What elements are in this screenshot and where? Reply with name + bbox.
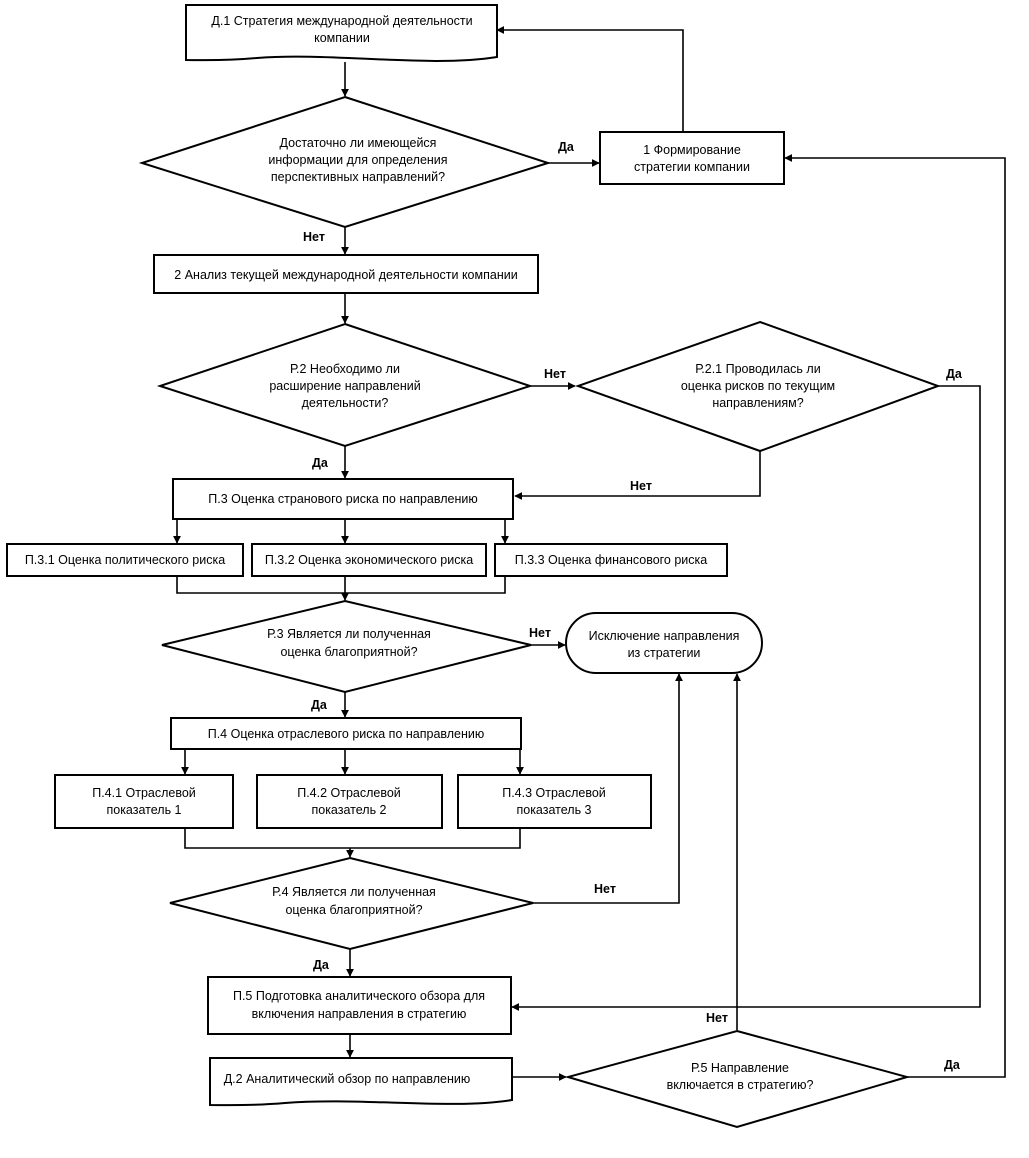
edge-n1-to-d1	[496, 26, 684, 131]
node-d1-line2: компании	[314, 31, 370, 45]
node-p41-line1: П.4.1 Отраслевой	[92, 786, 196, 800]
node-r4-line2: оценка благоприятной?	[285, 903, 422, 917]
node-p43-line1: П.4.3 Отраслевой	[502, 786, 606, 800]
node-excl-line1: Исключение направления	[589, 629, 740, 643]
label-r4-no: Нет	[594, 882, 616, 896]
edge-r21-no-to-p3	[514, 451, 761, 500]
node-p42-line2: показатель 2	[311, 803, 386, 817]
node-p41-industry-indicator-1: П.4.1 Отраслевой показатель 1	[54, 774, 234, 829]
node-r4-line1: Р.4 Является ли полученная	[272, 885, 436, 899]
process-box	[457, 774, 652, 829]
label-r21-no: Нет	[630, 479, 652, 493]
process-box	[170, 717, 522, 750]
process-box	[172, 478, 514, 520]
node-n1-strategy-formation: 1 Формирование стратегии компании	[599, 131, 785, 185]
node-q1-info-sufficient-decision: Достаточно ли имеющейся информации для о…	[138, 95, 552, 229]
node-q1-line3: перспективных направлений?	[271, 170, 445, 184]
node-p5-line2: включения направления в стратегию	[252, 1007, 467, 1021]
node-d1-line1: Д.1 Стратегия международной деятельности	[211, 14, 472, 28]
node-p32-line1: П.3.2 Оценка экономического риска	[265, 553, 473, 567]
node-p31-political-risk: П.3.1 Оценка политического риска	[6, 543, 244, 577]
node-p4-line1: П.4 Оценка отраслевого риска по направле…	[208, 727, 485, 741]
edge-p4x-merge	[184, 828, 521, 857]
node-d2-analytical-review-document: Д.2 Аналитический обзор по направлению	[209, 1057, 513, 1107]
edge-p3x-merge	[176, 576, 506, 600]
node-excl-line2: из стратегии	[628, 646, 701, 660]
node-r2-expansion-decision: Р.2 Необходимо ли расширение направлений…	[156, 322, 534, 448]
node-r21-line3: направлениям?	[712, 396, 803, 410]
node-p3-line1: П.3 Оценка странового риска по направлен…	[208, 492, 477, 506]
process-box	[6, 543, 244, 577]
decision-diamond	[138, 95, 552, 229]
node-d1-strategy-document: Д.1 Стратегия международной деятельности…	[185, 4, 498, 62]
node-p4-industry-risk: П.4 Оценка отраслевого риска по направле…	[170, 717, 522, 750]
node-r4-favorable-decision: Р.4 Является ли полученная оценка благоп…	[169, 856, 534, 951]
process-box	[54, 774, 234, 829]
node-n1-line2: стратегии компании	[634, 160, 750, 174]
node-n2-current-activity-analysis: 2 Анализ текущей международной деятельно…	[153, 254, 539, 294]
node-p3-country-risk: П.3 Оценка странового риска по направлен…	[172, 478, 514, 520]
node-p33-line1: П.3.3 Оценка финансового риска	[515, 553, 708, 567]
process-box	[207, 976, 512, 1035]
decision-diamond	[161, 599, 532, 694]
label-r2-no: Нет	[544, 367, 566, 381]
node-q1-line1: Достаточно ли имеющейся	[280, 136, 437, 150]
node-q1-line2: информации для определения	[268, 153, 447, 167]
decision-diamond	[564, 1029, 911, 1129]
label-r5-yes: Да	[944, 1058, 961, 1072]
node-p42-line1: П.4.2 Отраслевой	[297, 786, 401, 800]
node-exclusion-terminator: Исключение направления из стратегии	[565, 612, 763, 674]
label-r2-yes: Да	[312, 456, 329, 470]
node-p33-financial-risk: П.3.3 Оценка финансового риска	[494, 543, 728, 577]
node-r21-line1: Р.2.1 Проводилась ли	[695, 362, 820, 376]
label-q1-no: Нет	[303, 230, 325, 244]
node-r5-line1: Р.5 Направление	[691, 1061, 789, 1075]
label-r21-yes: Да	[946, 367, 963, 381]
node-r2-line3: деятельности?	[302, 396, 389, 410]
node-r3-favorable-decision: Р.3 Является ли полученная оценка благоп…	[161, 599, 532, 694]
label-q1-yes: Да	[558, 140, 575, 154]
process-box	[599, 131, 785, 185]
node-r3-line1: Р.3 Является ли полученная	[267, 627, 431, 641]
process-box	[153, 254, 539, 294]
decision-diamond	[156, 322, 534, 448]
node-p41-line2: показатель 1	[106, 803, 181, 817]
edge-r4-no-to-excl	[533, 673, 683, 904]
node-r2-line2: расширение направлений	[269, 379, 420, 393]
node-p42-industry-indicator-2: П.4.2 Отраслевой показатель 2	[256, 774, 443, 829]
node-p43-line2: показатель 3	[516, 803, 591, 817]
node-n1-line1: 1 Формирование	[643, 143, 741, 157]
document-shape	[185, 4, 498, 62]
node-r3-line2: оценка благоприятной?	[280, 645, 417, 659]
node-r5-line2: включается в стратегию?	[667, 1078, 814, 1092]
node-p43-industry-indicator-3: П.4.3 Отраслевой показатель 3	[457, 774, 652, 829]
node-n2-line1: 2 Анализ текущей международной деятельно…	[174, 268, 517, 282]
node-r21-line2: оценка рисков по текущим	[681, 379, 835, 393]
terminator-shape	[565, 612, 763, 674]
connectors	[173, 26, 1006, 1081]
node-p5-line1: П.5 Подготовка аналитического обзора для	[233, 989, 485, 1003]
process-box	[251, 543, 487, 577]
process-box	[256, 774, 443, 829]
node-d2-line1: Д.2 Аналитический обзор по направлению	[224, 1072, 471, 1086]
edge-r21-yes-to-p5	[511, 385, 981, 1011]
label-r3-no: Нет	[529, 626, 551, 640]
label-r3-yes: Да	[311, 698, 328, 712]
document-shape	[209, 1057, 513, 1107]
decision-diamond	[169, 856, 534, 951]
label-r5-no: Нет	[706, 1011, 728, 1025]
node-r2-line1: Р.2 Необходимо ли	[290, 362, 400, 376]
node-p31-line1: П.3.1 Оценка политического риска	[25, 553, 225, 567]
edge-r5-yes-to-n1	[784, 154, 1006, 1078]
decision-diamond	[575, 320, 941, 453]
node-p32-economic-risk: П.3.2 Оценка экономического риска	[251, 543, 487, 577]
process-box	[494, 543, 728, 577]
node-r21-risk-assessed-decision: Р.2.1 Проводилась ли оценка рисков по те…	[575, 320, 941, 453]
node-p5-analytical-review-prep: П.5 Подготовка аналитического обзора для…	[207, 976, 512, 1035]
node-r5-include-decision: Р.5 Направление включается в стратегию?	[564, 1029, 911, 1129]
label-r4-yes: Да	[313, 958, 330, 972]
edge-labels: Да Нет Нет Да Да Нет Нет Да Нет Да Нет Д…	[303, 140, 963, 1072]
